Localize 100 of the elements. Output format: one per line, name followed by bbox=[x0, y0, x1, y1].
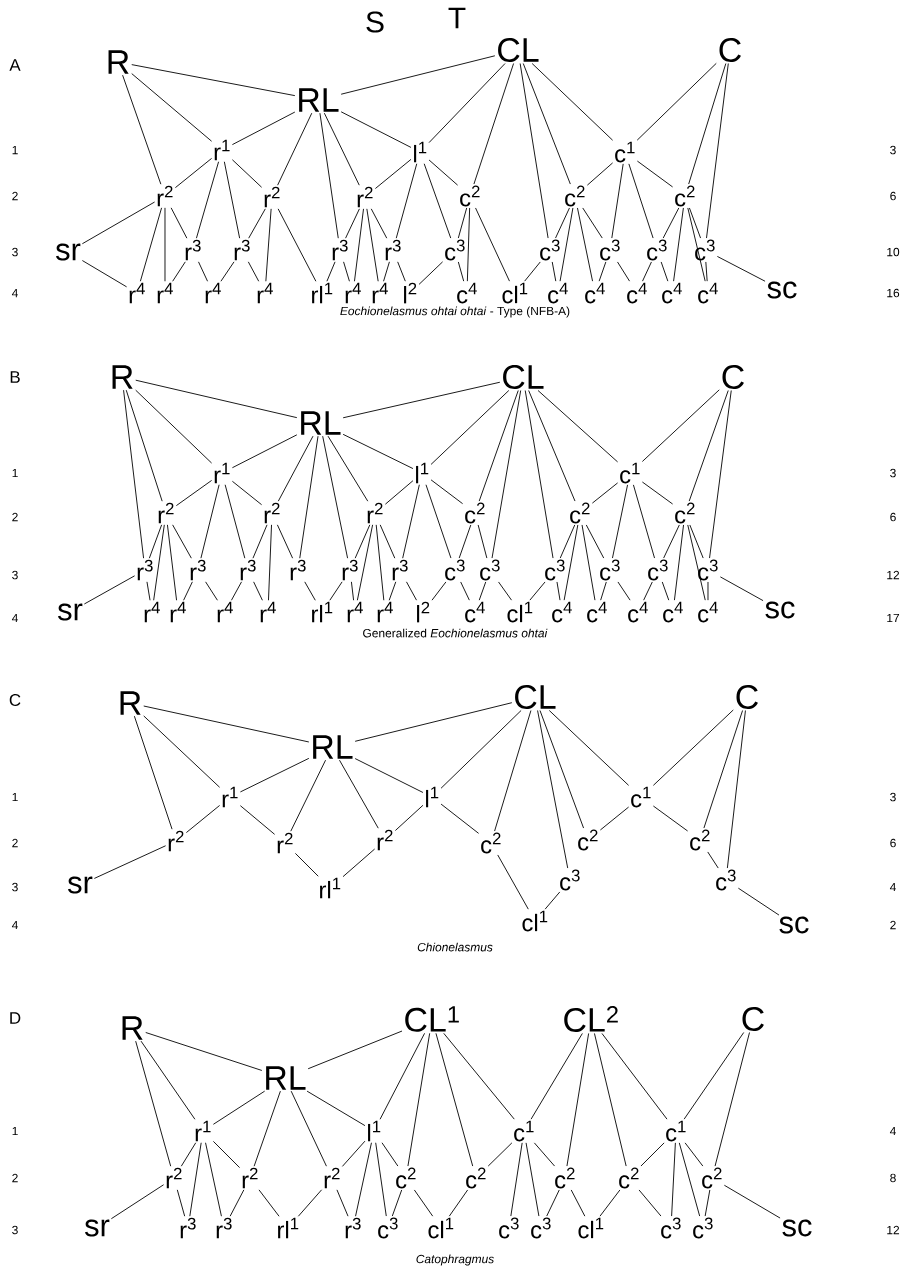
plate-symbol: c$^{4}$ bbox=[548, 282, 568, 304]
connector-line bbox=[683, 1032, 745, 1120]
plate-symbol: r$^{2}$ bbox=[242, 1167, 258, 1189]
connector-line bbox=[652, 709, 734, 786]
plate-symbol: CL$^{2}$ bbox=[564, 1006, 618, 1032]
connector-line bbox=[223, 161, 241, 239]
connector-line bbox=[252, 524, 268, 559]
connector-line bbox=[688, 390, 729, 502]
plate-symbol: c$^{4}$ bbox=[698, 282, 718, 304]
plate-count: 6 bbox=[890, 838, 896, 848]
plate-symbol: R bbox=[112, 365, 133, 389]
connector-line bbox=[370, 208, 388, 239]
connector-line bbox=[570, 1189, 586, 1217]
plate-symbol: r$^{2}$ bbox=[324, 1167, 340, 1189]
connector-line bbox=[673, 207, 684, 282]
connector-line bbox=[342, 433, 414, 470]
connector-line bbox=[661, 581, 670, 601]
plate-symbol: rl$^{1}$ bbox=[312, 601, 333, 623]
connector-line bbox=[170, 207, 188, 239]
plate-symbol: c$^{3}$ bbox=[648, 559, 668, 581]
row-number: 3 bbox=[12, 247, 18, 257]
connector-line bbox=[443, 1032, 515, 1120]
connector-line bbox=[673, 524, 684, 601]
connector-line bbox=[336, 1189, 349, 1217]
plate-symbol: r$^{2}$ bbox=[377, 829, 393, 851]
row-number: 2 bbox=[12, 512, 18, 522]
plate-symbol: c$^{2}$ bbox=[460, 185, 480, 207]
connector-line bbox=[172, 524, 192, 559]
plate-symbol: R bbox=[122, 1016, 143, 1040]
connector-line bbox=[704, 1189, 711, 1217]
plate-symbol: c$^{3}$ bbox=[716, 869, 736, 891]
connector-line bbox=[537, 710, 569, 869]
plate-symbol: cl$^{1}$ bbox=[522, 910, 548, 932]
row-number: 4 bbox=[11, 920, 18, 930]
plate-symbol: c$^{2}$ bbox=[675, 185, 695, 207]
connector-line bbox=[617, 581, 631, 601]
plate-symbol: c$^{3}$ bbox=[560, 869, 580, 891]
connector-line bbox=[684, 1142, 704, 1167]
row-number: 2 bbox=[12, 1173, 18, 1183]
connector-line bbox=[139, 207, 163, 282]
connector-line bbox=[497, 854, 529, 910]
plate-symbol: c$^{2}$ bbox=[690, 829, 710, 851]
plate-symbol: r$^{4}$ bbox=[144, 601, 160, 623]
connector-line bbox=[457, 261, 465, 282]
connector-line bbox=[307, 1030, 403, 1070]
connector-line bbox=[591, 482, 619, 504]
connector-line bbox=[586, 162, 614, 186]
plate-symbol: rl$^{1}$ bbox=[312, 282, 333, 304]
plate-symbol: r$^{4}$ bbox=[347, 601, 363, 623]
panel-letter: B bbox=[10, 371, 20, 383]
plate-count: 6 bbox=[890, 191, 896, 201]
plate-symbol: r$^{3}$ bbox=[332, 239, 348, 261]
plate-symbol: c$^{1}$ bbox=[620, 462, 640, 484]
connector-line bbox=[440, 710, 522, 789]
connector-line bbox=[172, 261, 186, 282]
plate-symbol: r$^{2}$ bbox=[264, 502, 280, 524]
connector-line bbox=[617, 261, 630, 282]
connector-line bbox=[395, 163, 418, 239]
connector-line bbox=[582, 207, 603, 239]
connector-line bbox=[478, 390, 519, 502]
connector-line bbox=[641, 481, 674, 505]
plate-count: 3 bbox=[890, 792, 896, 802]
plate-symbol: c$^{2}$ bbox=[465, 502, 485, 524]
plate-symbol: l$^{2}$ bbox=[404, 282, 417, 304]
plate-symbol: r$^{4}$ bbox=[170, 601, 186, 623]
connector-line bbox=[581, 524, 596, 601]
connector-line bbox=[430, 390, 510, 465]
row-number: 2 bbox=[12, 838, 18, 848]
connector-line bbox=[524, 390, 554, 559]
connector-line bbox=[195, 161, 220, 239]
connector-line bbox=[494, 710, 532, 832]
plate-symbol: c$^{2}$ bbox=[565, 185, 585, 207]
connector-line bbox=[319, 112, 339, 239]
connector-line bbox=[563, 524, 579, 601]
plate-symbol: sr bbox=[85, 1219, 110, 1237]
plate-symbol: c$^{2}$ bbox=[675, 502, 695, 524]
connector-line bbox=[277, 208, 317, 282]
plate-symbol: c$^{4}$ bbox=[628, 601, 648, 623]
plate-symbol: r$^{1}$ bbox=[214, 139, 230, 161]
connector-line bbox=[343, 261, 350, 282]
plate-symbol: r$^{3}$ bbox=[180, 1217, 196, 1239]
plate-symbol: c$^{2}$ bbox=[619, 1167, 639, 1189]
plate-count: 16 bbox=[887, 288, 900, 298]
connector-line bbox=[440, 803, 480, 834]
connector-line bbox=[524, 261, 541, 282]
plate-count: 2 bbox=[890, 920, 896, 930]
connector-line bbox=[642, 261, 652, 282]
connector-line bbox=[135, 389, 213, 464]
connector-line bbox=[726, 710, 746, 869]
plate-symbol: c$^{3}$ bbox=[698, 559, 718, 581]
plate-symbol: r$^{4}$ bbox=[260, 601, 276, 623]
connector-line bbox=[510, 1142, 523, 1217]
plate-symbol: r$^{4}$ bbox=[345, 282, 361, 304]
connector-line bbox=[425, 484, 452, 559]
plate-symbol: R bbox=[120, 691, 141, 715]
plate-symbol: c$^{2}$ bbox=[702, 1167, 722, 1189]
connector-line bbox=[322, 435, 349, 559]
column-letter: T bbox=[448, 7, 466, 29]
plate-symbol: c$^{3}$ bbox=[445, 559, 465, 581]
connector-line bbox=[374, 158, 412, 189]
